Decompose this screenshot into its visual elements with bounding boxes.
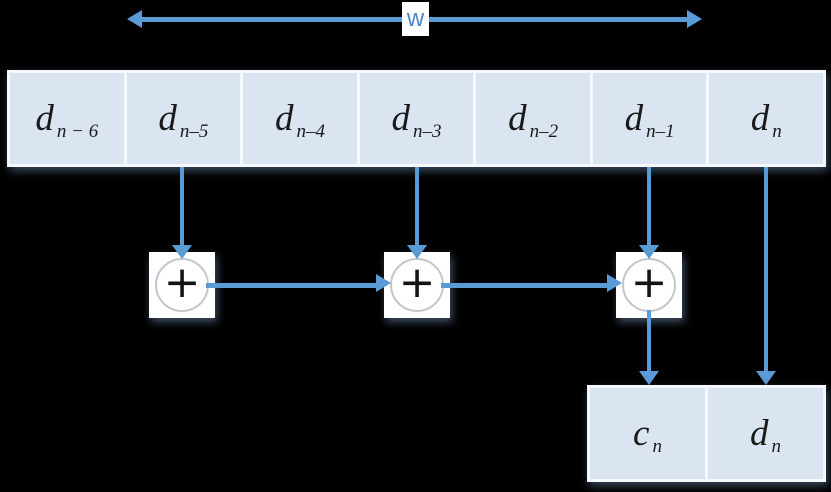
cell-subscript: n–5 xyxy=(179,121,209,142)
output-cell-dn: d n xyxy=(708,388,823,479)
cell-subscript: n xyxy=(771,436,782,457)
adder-2-circle: + xyxy=(390,258,444,312)
adder-1-circle: + xyxy=(155,258,209,312)
arrowhead-left-icon xyxy=(127,10,142,28)
cell-subscript: n–1 xyxy=(646,121,675,142)
sum-output-line xyxy=(647,310,651,372)
tap-arrowhead-dn1-icon xyxy=(639,245,659,259)
output-cell-cn: c n xyxy=(590,388,705,479)
register-row: d n − 6 d n–5 d n–4 d n–3 d n–2 d n–1 d … xyxy=(7,70,826,167)
tap-line-dn5 xyxy=(180,167,184,247)
register-cell-dn3: d n–3 xyxy=(359,73,474,164)
passthrough-arrowhead-dn-icon xyxy=(756,371,776,385)
adder-2: + xyxy=(384,252,450,318)
cell-base: d xyxy=(750,98,770,139)
cell-base: c xyxy=(633,413,650,454)
register-cell-dn6: d n − 6 xyxy=(10,73,124,164)
tap-arrowhead-dn5-icon xyxy=(172,245,192,259)
plus-icon: + xyxy=(630,257,668,308)
register-cell-dn: d n xyxy=(709,73,824,164)
cell-subscript: n xyxy=(772,121,782,142)
cell-base: d xyxy=(624,98,644,139)
chain-arrowhead-1-icon xyxy=(376,274,391,292)
chain-line-1 xyxy=(206,283,377,288)
plus-icon: + xyxy=(163,257,201,308)
plus-icon: + xyxy=(398,257,436,308)
passthrough-line-dn xyxy=(764,167,768,372)
output-row: c n d n xyxy=(587,385,826,482)
window-width-label: w xyxy=(406,5,425,32)
arrowhead-right-icon xyxy=(687,10,702,28)
tap-arrowhead-dn3-icon xyxy=(407,245,427,259)
chain-arrowhead-2-icon xyxy=(607,274,622,292)
register-cell-dn1: d n–1 xyxy=(592,73,707,164)
window-width-label-box: w xyxy=(402,2,429,36)
cell-subscript: n − 6 xyxy=(56,121,99,142)
tap-line-dn3 xyxy=(415,167,419,247)
register-cell-dn2: d n–2 xyxy=(476,73,590,164)
tap-line-dn1 xyxy=(647,167,651,247)
adder-3-circle: + xyxy=(622,258,676,312)
cell-subscript: n–4 xyxy=(296,121,325,142)
cell-subscript: n–3 xyxy=(413,121,442,142)
cell-base: d xyxy=(750,413,769,454)
sum-output-arrowhead-icon xyxy=(639,371,659,385)
register-cell-dn5: d n–5 xyxy=(126,73,241,164)
cell-base: d xyxy=(391,98,411,139)
adder-1: + xyxy=(149,252,215,318)
cell-base: d xyxy=(508,98,527,139)
cell-base: d xyxy=(158,98,177,139)
cell-base: d xyxy=(35,98,54,139)
cell-subscript: n–2 xyxy=(529,121,559,142)
cell-subscript: n xyxy=(652,436,662,457)
chain-line-2 xyxy=(441,283,608,288)
cell-base: d xyxy=(274,98,294,139)
adder-3: + xyxy=(616,252,682,318)
register-cell-dn4: d n–4 xyxy=(243,73,357,164)
